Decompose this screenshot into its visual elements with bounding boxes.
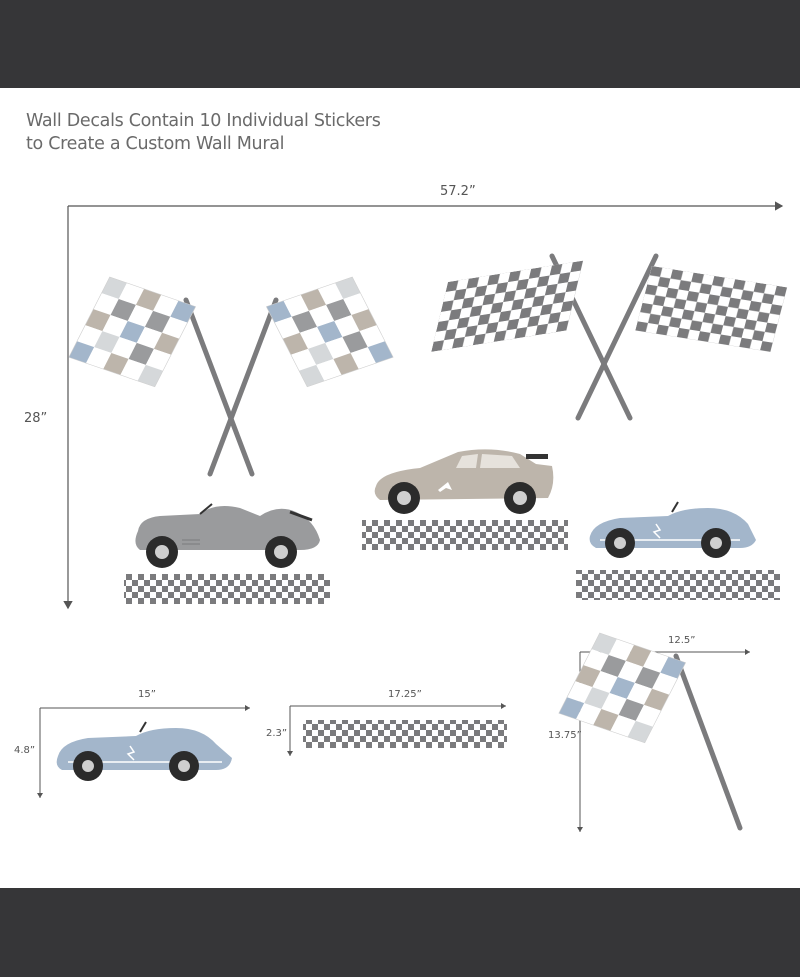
flag-height-label: 13.75”	[548, 730, 582, 741]
decal-illustrations	[37, 201, 788, 832]
single-blue-race-car	[56, 721, 232, 781]
mural-height-label: 28”	[24, 411, 48, 426]
tan-sports-car	[374, 449, 554, 514]
car-dimension-arrows	[37, 705, 250, 798]
blue-race-car	[589, 501, 756, 558]
gray-car-checker-strip	[124, 574, 330, 604]
car-height-label: 4.8”	[14, 745, 36, 756]
mural-width-label: 57.2”	[440, 184, 476, 199]
heading-line-1: Wall Decals Contain 10 Individual Sticke…	[26, 111, 381, 131]
mural-dimension-arrows	[63, 201, 784, 610]
tan-car-checker-strip	[362, 520, 568, 550]
heading-line-2: to Create a Custom Wall Mural	[26, 134, 285, 154]
blue-car-checker-strip	[576, 570, 780, 600]
strip-dimension-arrows	[287, 703, 506, 756]
flag-width-label: 12.5”	[668, 635, 696, 646]
single-pastel-flag	[558, 632, 743, 831]
car-width-label: 15”	[138, 689, 156, 700]
pastel-crossed-flags	[68, 276, 394, 477]
top-bar	[0, 0, 800, 88]
strip-height-label: 2.3”	[266, 728, 288, 739]
product-image: Wall Decals Contain 10 Individual Sticke…	[0, 88, 800, 888]
single-checker-strip	[303, 720, 507, 748]
bottom-bar	[0, 888, 800, 977]
strip-width-label: 17.25”	[388, 689, 422, 700]
gray-vintage-race-car	[135, 503, 320, 568]
gray-crossed-flags	[431, 253, 788, 421]
heading: Wall Decals Contain 10 Individual Sticke…	[26, 110, 381, 156]
